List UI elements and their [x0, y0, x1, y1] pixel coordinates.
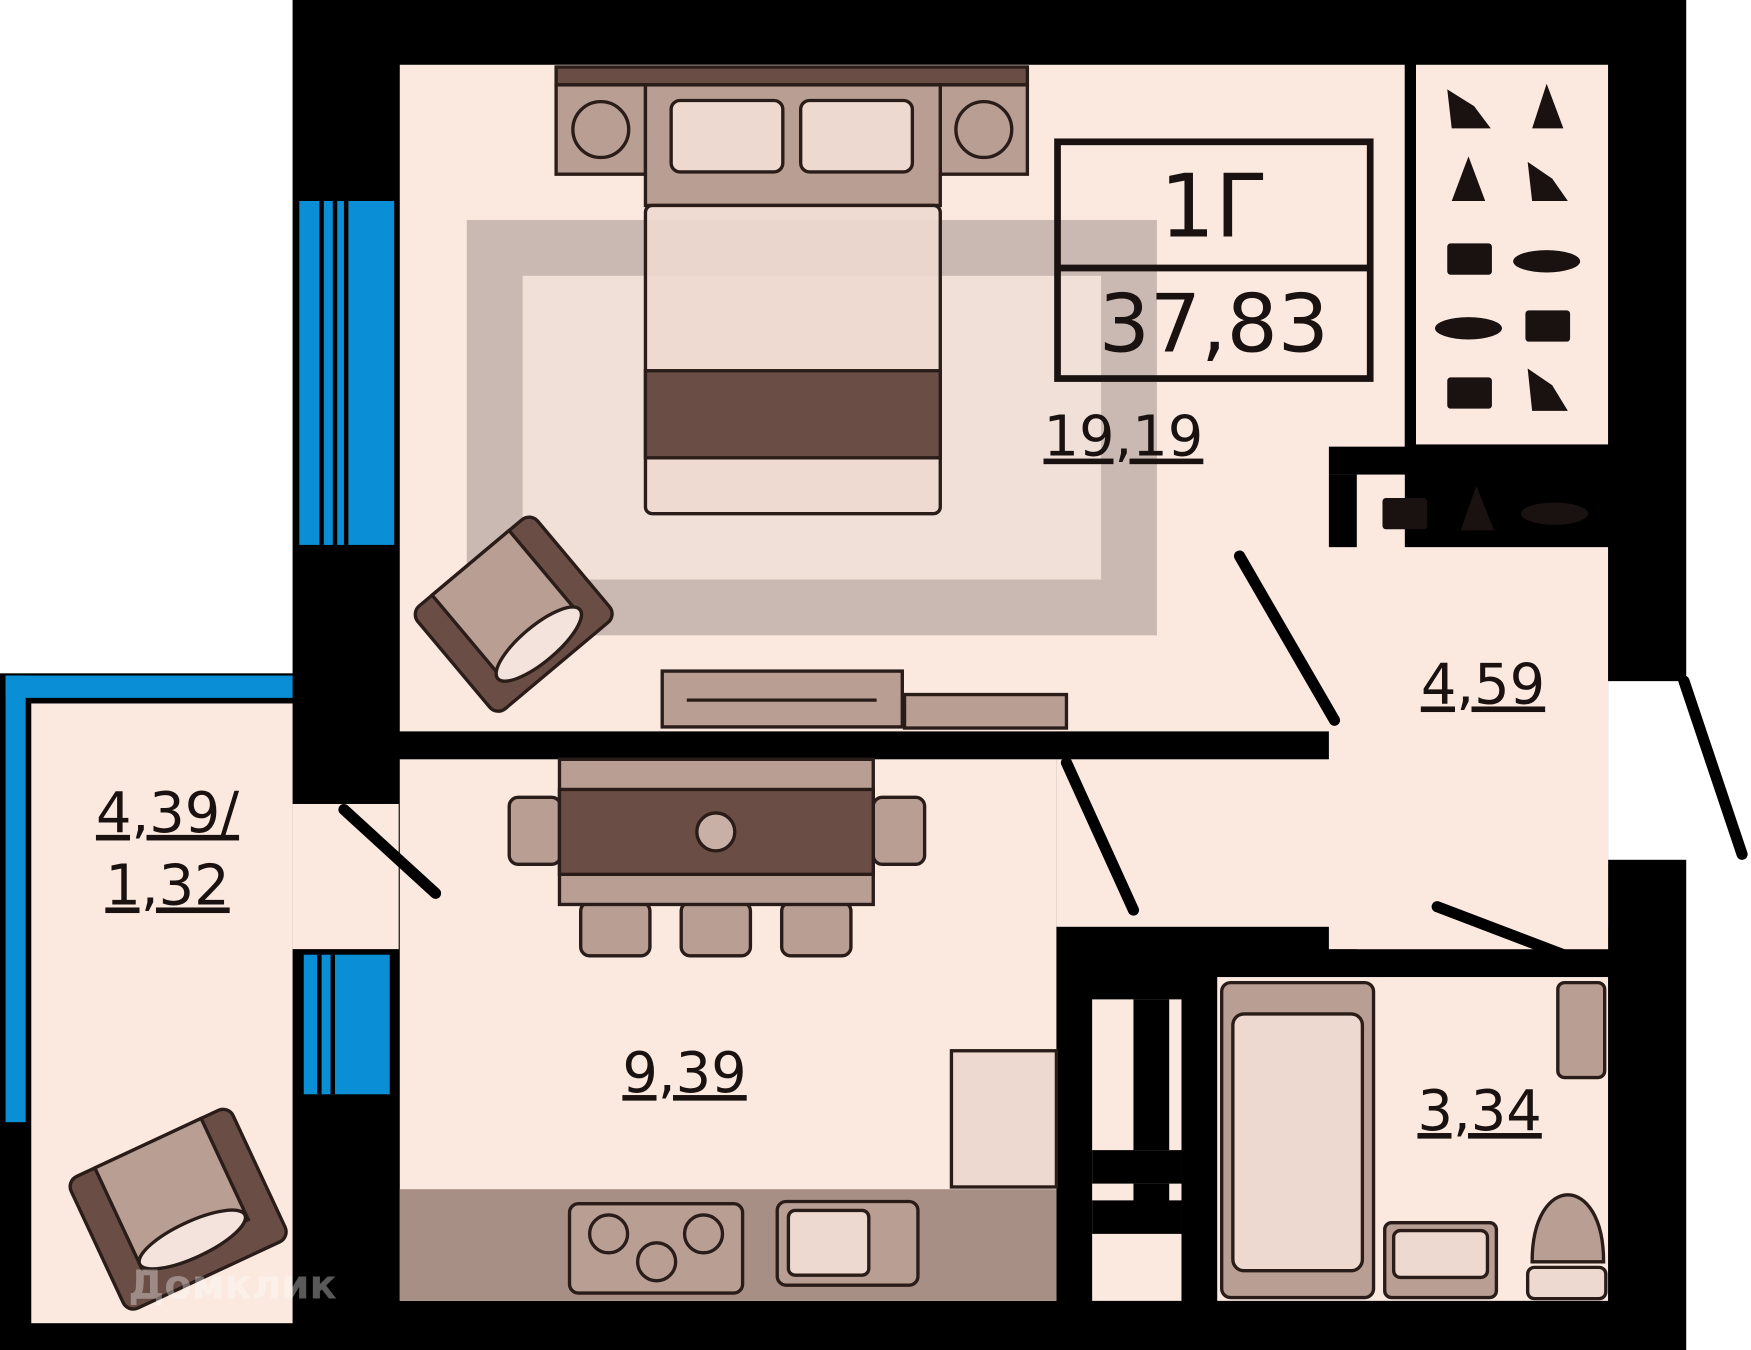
kitchen-area: 9,39: [622, 1041, 746, 1106]
kitchen-window: [303, 954, 390, 1095]
balcony-area-line1: 4,39/: [96, 781, 239, 846]
wardrobe-floor: [1415, 64, 1609, 445]
plan-total-area: 37,83: [1099, 277, 1329, 371]
windows: [5, 200, 395, 1123]
bathroom-area: 3,34: [1417, 1079, 1541, 1144]
balcony-window-side: [5, 675, 26, 1123]
balcony-window-top: [5, 675, 293, 698]
hallway-area: 4,59: [1421, 652, 1545, 717]
balcony-door: [292, 803, 399, 950]
balcony-area-line2: 1,32: [105, 853, 229, 918]
bedroom-armchair: [413, 515, 614, 713]
dining-table: [507, 757, 927, 958]
wardrobe-items: [1382, 83, 1588, 531]
toilet: [1525, 980, 1608, 1301]
watermark: Домклик: [128, 1263, 336, 1309]
bathroom-sink: [1383, 1221, 1499, 1300]
plan-type-code: 1Г: [1160, 156, 1269, 258]
entrance-opening: [1608, 681, 1751, 860]
door-swings: [338, 550, 1748, 961]
tv-stand: [660, 669, 1069, 730]
bedroom-area: 19,19: [1043, 405, 1203, 470]
plan-badge: 1Г 37,83: [1054, 138, 1374, 382]
kitchen-counter: [399, 1049, 1059, 1301]
balcony-armchair: [68, 1107, 288, 1311]
bed: [554, 65, 1030, 516]
bathtub: [1220, 980, 1376, 1300]
